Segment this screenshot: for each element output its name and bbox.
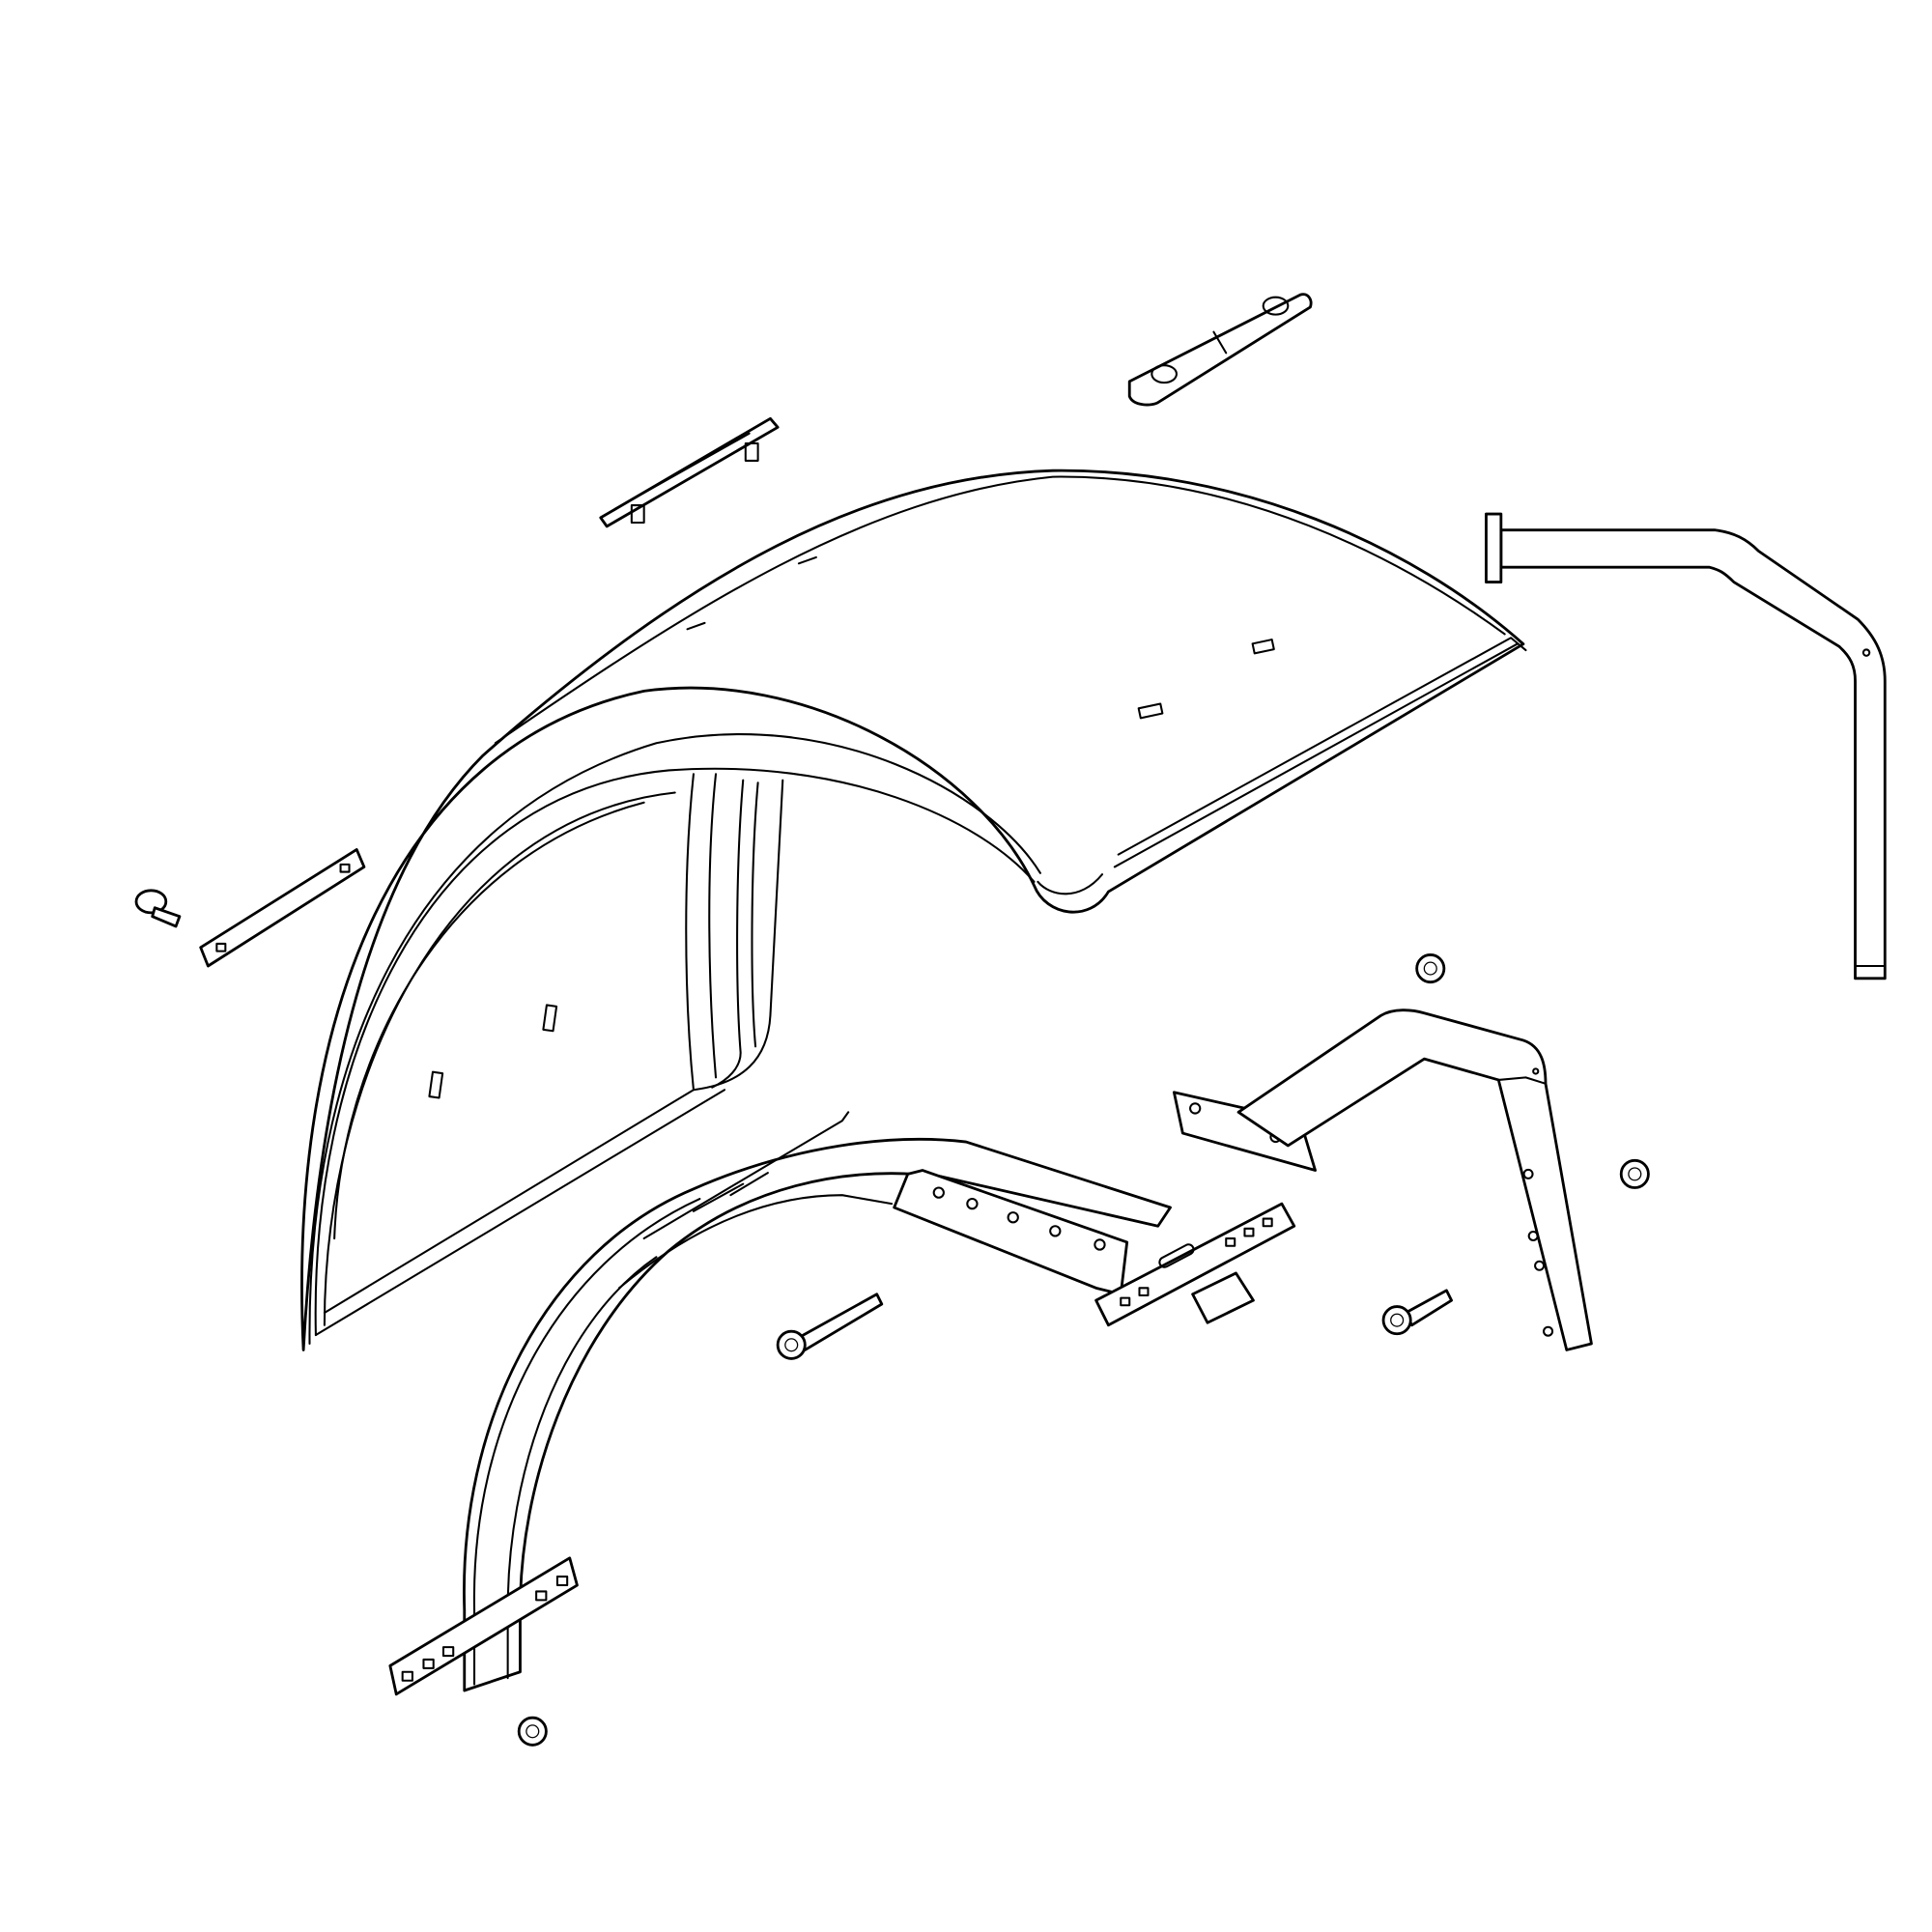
hex-bolt [1381, 1289, 1453, 1336]
hex-nut [1415, 953, 1446, 984]
upright-stay [1172, 1009, 1593, 1351]
hex-bolt [776, 1293, 884, 1360]
fender-shell [300, 469, 1527, 1351]
reflector [1127, 293, 1313, 407]
hex-nut [1619, 1158, 1650, 1189]
strap-plate [199, 848, 366, 968]
carriage-bolt [134, 889, 182, 928]
tube-stay [1485, 512, 1887, 980]
hex-nut [517, 1716, 548, 1747]
clip [599, 416, 780, 528]
mounting-bracket [1094, 1202, 1296, 1327]
fender-support-arch [388, 1111, 1172, 1696]
